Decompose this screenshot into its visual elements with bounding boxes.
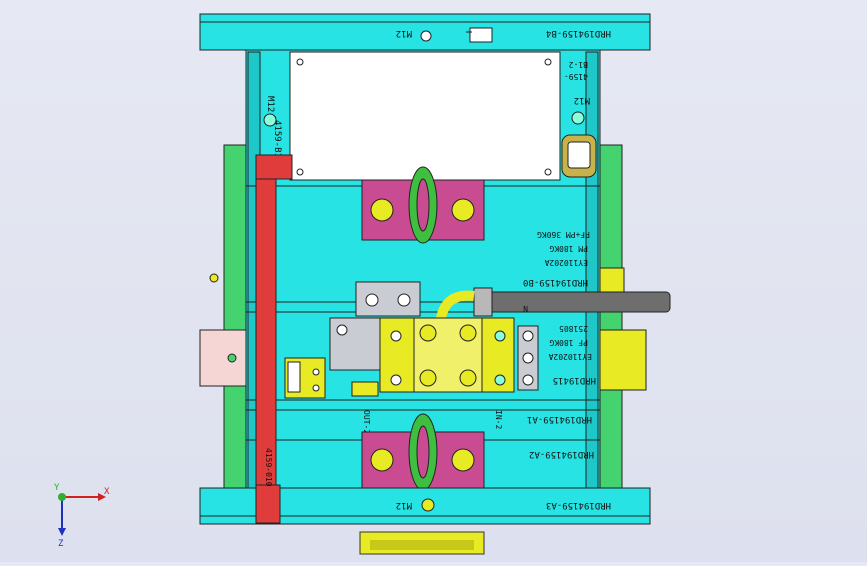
in2-label: IN-2 [494, 410, 503, 429]
m12-left-label: M12 [265, 96, 275, 112]
a3-id-label: HRD194159-A3 [546, 500, 611, 510]
mid-line3: EY110202A [548, 352, 592, 361]
mid-line2: PF 180KG [549, 338, 588, 347]
bottom-base-inner [370, 540, 474, 550]
a2-id-label: HRD194159-A2 [529, 449, 594, 459]
hose [487, 291, 671, 313]
b0-line3: PF+PM 360KG [537, 230, 590, 239]
grey-valve-left [329, 317, 383, 371]
lower-screw-right [451, 448, 475, 472]
b0-line1: EY110202A [544, 258, 588, 267]
window-screw-tr [544, 58, 552, 66]
right-yellow-part [599, 329, 647, 391]
window-screw-bl [296, 168, 304, 176]
left-green-rail [223, 144, 247, 496]
red-bar-foot [255, 484, 281, 524]
bottom-screw-icon [421, 498, 435, 512]
white-window [289, 51, 561, 181]
right-screw-icon [571, 111, 585, 125]
right-green-rail [599, 144, 623, 496]
xyz-axis-triad-icon [58, 493, 106, 536]
lower-screw-left [370, 448, 394, 472]
b0-id-label: HRD194159-B0 [523, 277, 588, 287]
upper-screw-left [370, 198, 394, 222]
window-screw-br [544, 168, 552, 176]
m12-right-label: M12 [574, 95, 590, 105]
small-sensor [351, 381, 379, 397]
axis-x-label: X [104, 487, 110, 497]
bottom-m12-label: M12 [396, 500, 412, 510]
red-bar-head [255, 154, 293, 180]
out2-label: OUT-2 [362, 410, 371, 434]
square-connector-icon [567, 141, 591, 169]
b1-2-label: B1-2 [569, 60, 588, 69]
top-id-label: HRD194159-B4 [546, 28, 611, 38]
left-pink-block [199, 329, 247, 387]
b0-line2: PM 180KG [549, 244, 588, 253]
small-n-label: N [523, 304, 528, 313]
window-screw-tl [296, 58, 304, 66]
a1-id-label: HRD194159-A1 [527, 414, 592, 424]
mid-id-label: HRD19415 [553, 375, 596, 385]
upper-screw-right [451, 198, 475, 222]
pink-block-screw [227, 353, 237, 363]
red-bar-label: 4159-010 [264, 448, 273, 487]
left-screw-icon [263, 113, 277, 127]
top-m12-label: M12 [396, 28, 412, 38]
hose-fitting [473, 287, 493, 317]
top-screw-icon [420, 30, 432, 42]
axis-y-label: Y [54, 483, 60, 493]
mid-line1: 251805 [559, 324, 588, 333]
part-4159-label: 4159- [564, 72, 588, 81]
top-switch-icon [469, 27, 493, 43]
right-column [585, 51, 599, 493]
axis-z-label: Z [58, 539, 64, 549]
side-4159-b1-label: 4159-B1-1 [272, 120, 282, 169]
